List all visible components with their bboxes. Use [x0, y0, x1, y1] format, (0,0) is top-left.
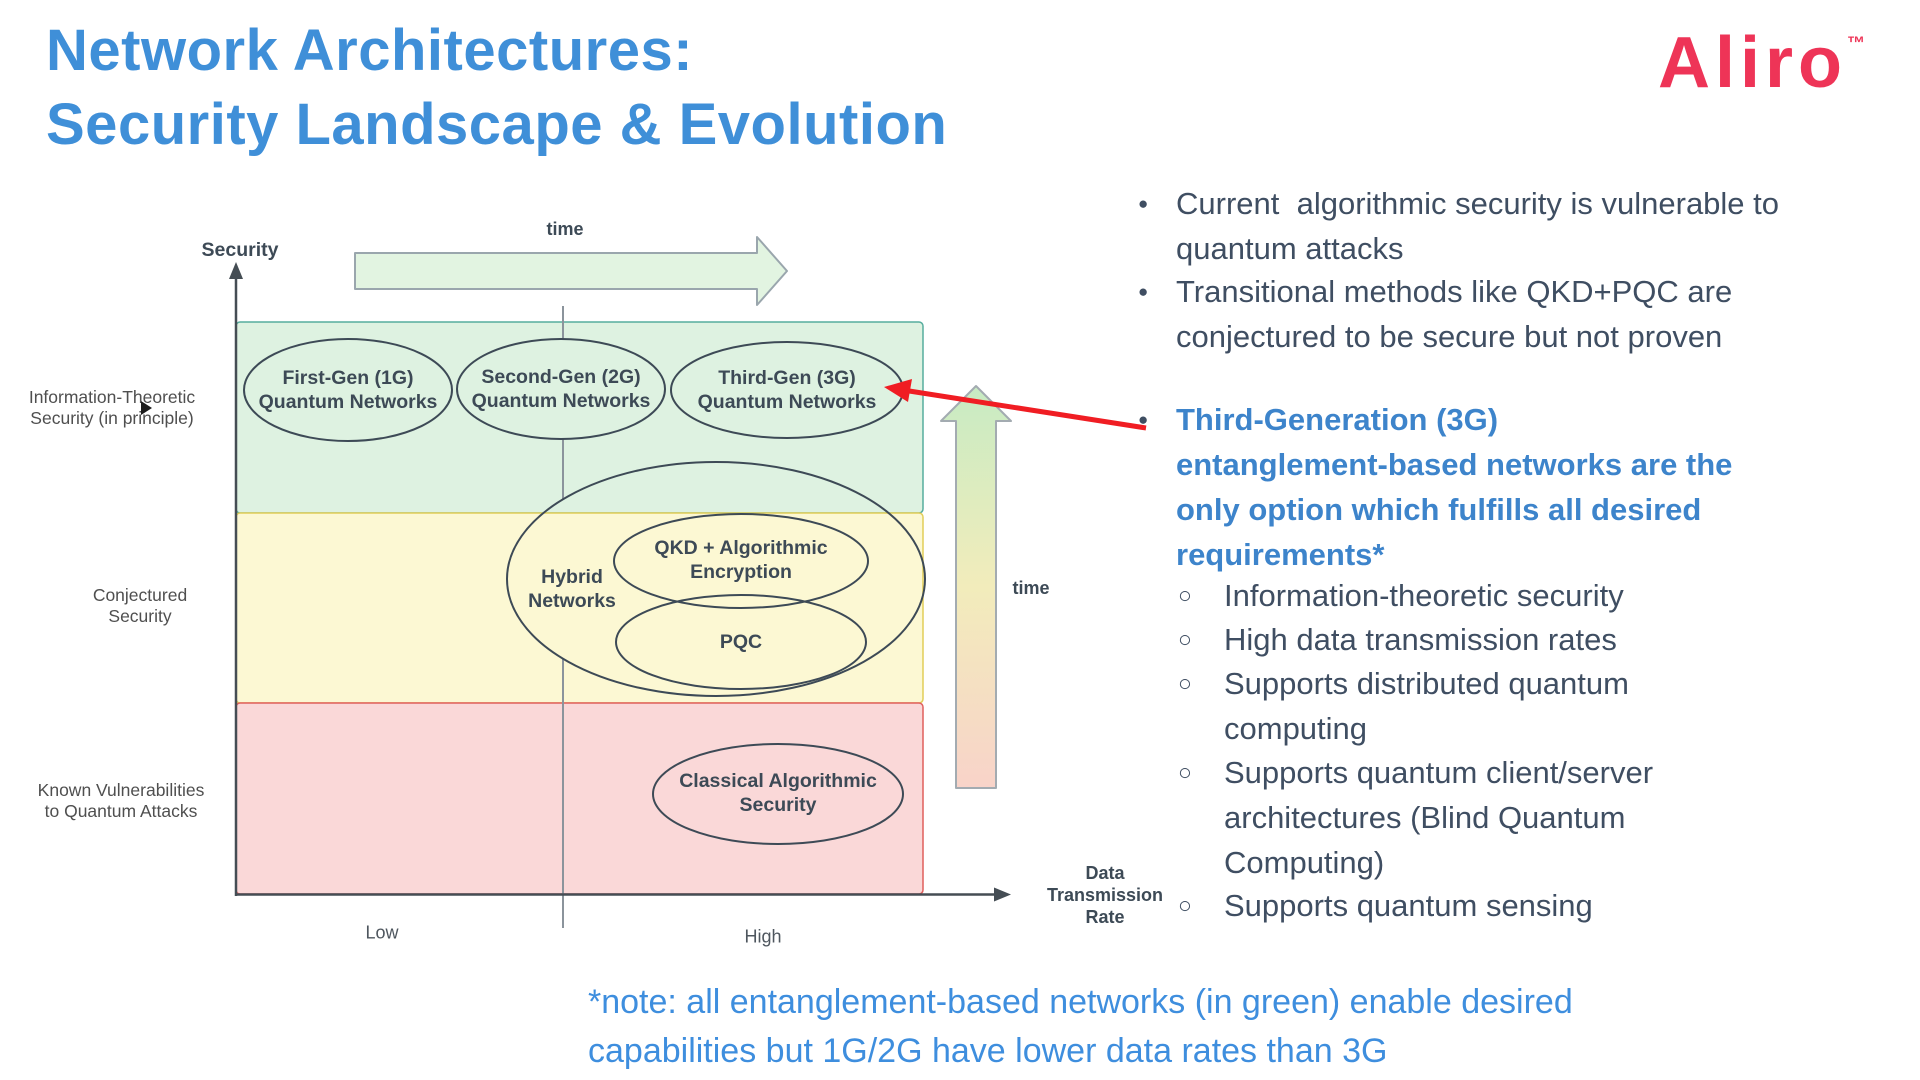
- bullet-text: Transitional methods like QKD+PQC are co…: [1176, 274, 1733, 354]
- sub-bullet-text: High data transmission rates: [1224, 622, 1617, 657]
- bullet-text-highlighted: Third-Generation (3G) entanglement-based…: [1176, 402, 1733, 572]
- x-axis-label: Data Transmission Rate: [1046, 863, 1164, 927]
- x-axis-arrowhead: [994, 887, 1011, 902]
- bullet-dot-icon: ●: [1138, 410, 1149, 429]
- band-label-yellow: Conjectured Security: [92, 585, 188, 626]
- page-title: Network Architectures: Security Landscap…: [46, 18, 948, 157]
- bullet-item: ● Third-Generation (3G) entanglement-bas…: [1138, 397, 1898, 577]
- ellipse-gen1: [243, 338, 453, 442]
- bullet-circle-icon: ○: [1178, 670, 1192, 696]
- ellipse-hybrid: [506, 461, 926, 697]
- bullet-text: Current algorithmic security is vulnerab…: [1176, 186, 1780, 266]
- bullet-circle-icon: ○: [1178, 892, 1192, 918]
- bullet-circle-icon: ○: [1178, 759, 1192, 785]
- ellipse-classical: [652, 743, 904, 845]
- node-gen1-label: First-Gen (1G) Quantum Networks: [258, 367, 438, 413]
- band-label-green: Information-Theoretic Security (in princ…: [28, 387, 196, 428]
- sub-bullet-item: ○ High data transmission rates: [1178, 617, 1898, 662]
- sub-bullet-text: Supports quantum client/server architect…: [1224, 755, 1654, 880]
- node-classical-label: Classical Algorithmic Security: [679, 770, 877, 816]
- footnote: *note: all entanglement-based networks (…: [588, 983, 1573, 1070]
- band-label-red: Known Vulnerabilities to Quantum Attacks: [37, 780, 205, 821]
- trademark-symbol: ™: [1847, 33, 1866, 53]
- time-arrow-horizontal: [354, 236, 788, 306]
- time-arrow-vertical: [940, 385, 1012, 789]
- annotation-arrow-line: [905, 388, 1147, 431]
- sub-bullet-item: ○ Supports distributed quantum computing: [1178, 661, 1898, 751]
- x-tick-high: High: [744, 926, 782, 947]
- mouse-cursor: [141, 401, 152, 415]
- band-green: [235, 321, 924, 514]
- aliro-logo-text: Aliro: [1658, 23, 1848, 103]
- x-tick-low: Low: [365, 922, 399, 943]
- sub-bullet-text: Supports quantum sensing: [1224, 888, 1593, 923]
- ellipse-gen2: [456, 338, 666, 440]
- bullet-dot-icon: ●: [1138, 282, 1149, 301]
- sub-bullet-item: ○ Information-theoretic security: [1178, 573, 1898, 618]
- node-hybrid-label: Hybrid Networks: [528, 566, 616, 612]
- time-label-right: time: [1012, 578, 1050, 598]
- sub-bullet-item: ○ Supports quantum sensing: [1178, 883, 1898, 928]
- bullet-dot-icon: ●: [1138, 194, 1149, 213]
- annotation-arrowhead: [884, 379, 912, 402]
- node-pqc-label: PQC: [719, 631, 763, 653]
- y-axis-label: Security: [201, 239, 279, 261]
- y-axis-arrowhead: [229, 262, 243, 279]
- node-qkd-label: QKD + Algorithmic Encryption: [654, 537, 828, 583]
- bullet-item: ● Current algorithmic security is vulner…: [1138, 181, 1898, 271]
- node-gen3-label: Third-Gen (3G) Quantum Networks: [697, 367, 877, 413]
- sub-bullet-text: Information-theoretic security: [1224, 578, 1624, 613]
- bullet-circle-icon: ○: [1178, 626, 1192, 652]
- aliro-logo: Aliro™: [1658, 22, 1865, 104]
- bullet-circle-icon: ○: [1178, 582, 1192, 608]
- ellipse-pqc: [615, 594, 867, 690]
- sub-bullet-item: ○ Supports quantum client/server archite…: [1178, 750, 1898, 885]
- node-gen2-label: Second-Gen (2G) Quantum Networks: [471, 366, 651, 412]
- bullet-item: ● Transitional methods like QKD+PQC are …: [1138, 269, 1898, 359]
- time-label-top: time: [546, 219, 584, 239]
- ellipse-qkd: [613, 513, 869, 609]
- sub-bullet-text: Supports distributed quantum computing: [1224, 666, 1629, 746]
